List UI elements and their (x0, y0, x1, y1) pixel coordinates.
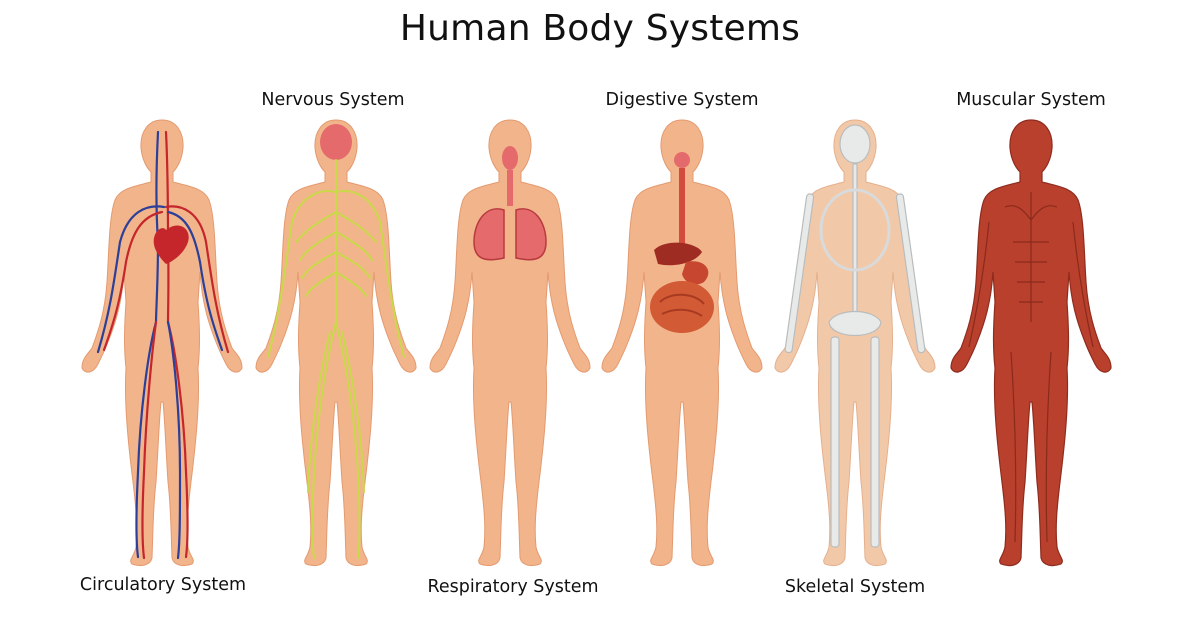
stomach-icon (682, 261, 709, 285)
label-digestive-system: Digestive System (605, 90, 759, 110)
label-respiratory-system: Respiratory System (427, 577, 599, 597)
liver-icon (654, 242, 702, 266)
nervous-system-figure (250, 112, 422, 572)
trachea-icon (507, 170, 513, 206)
skeletal-system-figure (769, 112, 941, 572)
diagram-title: Human Body Systems (399, 8, 801, 49)
heart-icon (153, 225, 189, 264)
label-nervous-system: Nervous System (261, 90, 405, 110)
ribcage-icon (819, 188, 891, 272)
intestines-icon (650, 281, 714, 333)
circulatory-system-figure (76, 112, 248, 572)
esophagus-icon (679, 168, 685, 248)
label-circulatory-system: Circulatory System (79, 575, 247, 595)
digestive-system-figure (596, 112, 768, 572)
brain-icon (320, 124, 352, 160)
pelvis-icon (828, 311, 882, 337)
skull-icon (839, 124, 871, 164)
left-lung-icon (473, 208, 505, 261)
label-skeletal-system: Skeletal System (784, 577, 926, 597)
muscular-system-figure (945, 112, 1117, 572)
respiratory-system-figure (424, 112, 596, 572)
label-muscular-system: Muscular System (956, 90, 1106, 110)
right-lung-icon (515, 208, 547, 261)
